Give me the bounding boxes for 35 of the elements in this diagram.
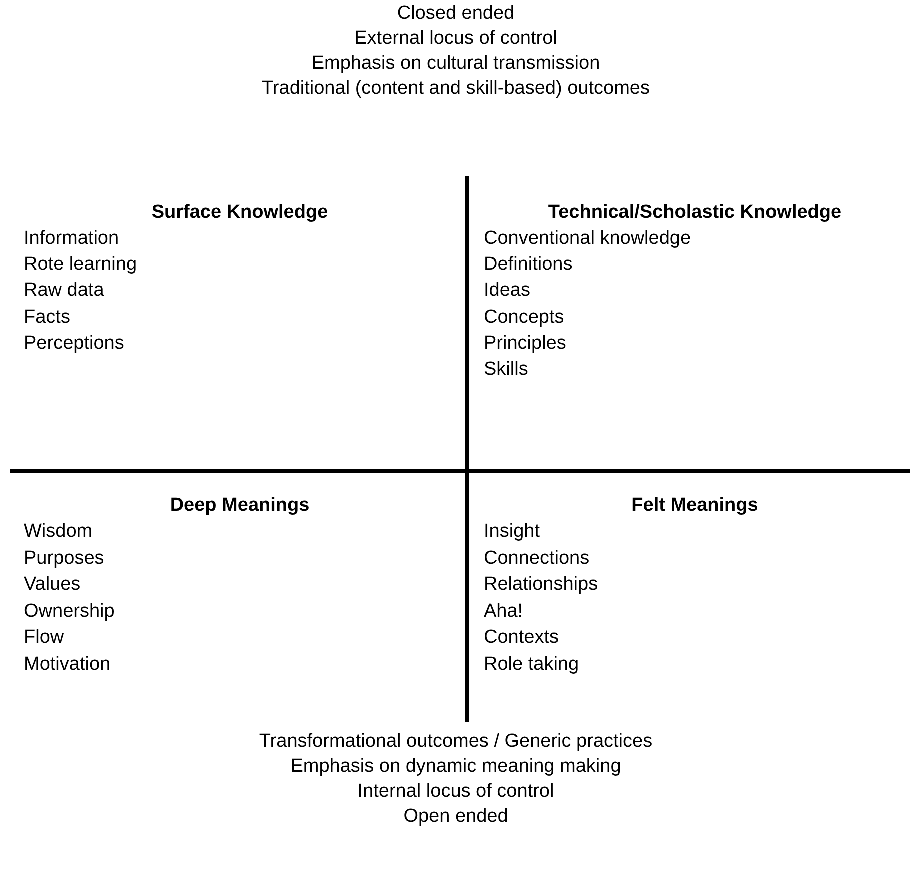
list-item: Role taking bbox=[484, 654, 580, 676]
heading-line: Closed ended bbox=[397, 3, 515, 25]
list-item: Relationships bbox=[484, 574, 598, 596]
list-item: Principles bbox=[484, 332, 566, 355]
list-item: Connections bbox=[484, 548, 590, 570]
list-item: Ideas bbox=[484, 280, 530, 302]
list-item: Skills bbox=[484, 359, 528, 381]
footer-line: Transformational outcomes / Generic practices bbox=[259, 731, 653, 753]
heading-line: Emphasis on cultural transmission bbox=[312, 53, 600, 75]
quadrant-heading: Technical/Scholastic Knowledge bbox=[548, 202, 842, 224]
list-item: Information bbox=[24, 228, 120, 250]
heading-line: External locus of control bbox=[354, 28, 558, 50]
list-item: Definitions bbox=[484, 254, 573, 276]
footer-line: Internal locus of control bbox=[358, 781, 554, 803]
quadrant-heading: Surface Knowledge bbox=[152, 202, 328, 224]
heading-line: Traditional (content and skill-based) outcomes bbox=[262, 78, 650, 100]
list-item: Ownership bbox=[24, 600, 115, 622]
footer-line: Emphasis on dynamic meaning making bbox=[290, 756, 622, 778]
list-item: Aha! bbox=[484, 600, 524, 622]
footer-line: Open ended bbox=[404, 806, 508, 828]
quadrant-heading: Felt Meanings bbox=[632, 495, 758, 517]
list-item: Conventional knowledge bbox=[484, 228, 692, 250]
list-item: Facts bbox=[24, 306, 70, 329]
quadrant-heading: Deep Meanings bbox=[170, 495, 310, 517]
list-item: Raw data bbox=[24, 280, 104, 302]
list-item: Flow bbox=[24, 627, 64, 649]
list-item: Purposes bbox=[24, 548, 104, 570]
list-item: Contexts bbox=[484, 627, 559, 649]
list-item: Wisdom bbox=[24, 521, 93, 543]
list-item: Motivation bbox=[24, 654, 111, 676]
list-item: Perceptions bbox=[24, 332, 124, 355]
list-item: Insight bbox=[484, 521, 540, 543]
list-item: Rote learning bbox=[24, 254, 138, 276]
list-item: Values bbox=[24, 574, 81, 596]
list-item: Concepts bbox=[484, 306, 564, 329]
